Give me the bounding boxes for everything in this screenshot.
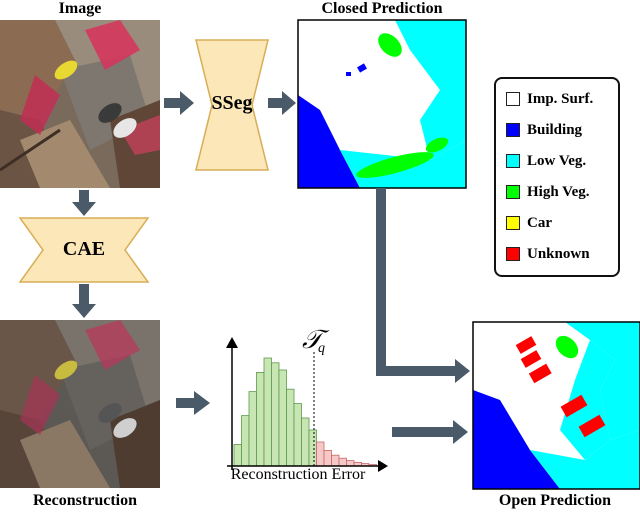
legend-item: Imp. Surf. bbox=[506, 89, 593, 109]
histogram-bar-known bbox=[278, 369, 287, 467]
histogram-bar-unknown bbox=[316, 441, 325, 467]
cae-label: CAE bbox=[62, 238, 106, 260]
flow-arrows bbox=[72, 91, 470, 444]
closed-prediction-map bbox=[298, 20, 466, 188]
threshold-subscript: q bbox=[318, 341, 325, 356]
histogram-bar-known bbox=[293, 403, 302, 467]
hist-x-arrowhead bbox=[378, 460, 388, 472]
legend-swatch bbox=[506, 123, 520, 137]
legend-label: Low Veg. bbox=[527, 152, 587, 169]
legend-item: Low Veg. bbox=[506, 151, 586, 171]
legend-label: High Veg. bbox=[527, 183, 590, 200]
legend-swatch bbox=[506, 154, 520, 168]
histogram-bar-known bbox=[241, 415, 250, 467]
histogram-bar-unknown bbox=[323, 449, 332, 467]
legend-item: High Veg. bbox=[506, 182, 590, 202]
input-aerial-image bbox=[0, 20, 160, 188]
open-prediction-frame bbox=[472, 321, 640, 490]
reconstruction-title: Reconstruction bbox=[33, 492, 137, 509]
threshold-symbol: 𝒯 bbox=[302, 325, 330, 354]
histogram-bar-known bbox=[271, 362, 280, 467]
reconstruction-image bbox=[0, 320, 160, 488]
histogram-bar-unknown bbox=[331, 454, 340, 467]
open-prediction-map bbox=[473, 322, 640, 489]
reconstruction-error-histogram bbox=[233, 357, 377, 467]
legend-swatch bbox=[506, 216, 520, 230]
sseg-block bbox=[195, 39, 269, 171]
histogram-bar-known bbox=[263, 357, 272, 467]
legend-label: Unknown bbox=[527, 245, 590, 262]
legend-label: Car bbox=[527, 214, 552, 231]
histogram-xlabel: Reconstruction Error bbox=[230, 466, 366, 483]
hist-y-arrowhead bbox=[226, 337, 238, 348]
cae-block bbox=[18, 217, 150, 283]
legend-item: Unknown bbox=[506, 244, 590, 264]
histogram-bar-known bbox=[256, 371, 265, 467]
legend-label: Imp. Surf. bbox=[527, 90, 594, 107]
histogram-bar-known bbox=[308, 429, 317, 467]
histogram-bar-known bbox=[248, 391, 257, 467]
histogram-bar-known bbox=[286, 388, 295, 467]
legend-label: Building bbox=[527, 121, 583, 138]
open-prediction-title: Open Prediction bbox=[498, 492, 612, 509]
legend-item: Car bbox=[506, 213, 552, 233]
closed-prediction-title: Closed Prediction bbox=[321, 0, 443, 17]
legend-item: Building bbox=[506, 120, 582, 140]
histogram-bar-known bbox=[233, 443, 242, 467]
legend-swatch bbox=[506, 185, 520, 199]
sseg-label: SSeg bbox=[211, 92, 253, 114]
histogram-bar-known bbox=[301, 417, 310, 467]
image-title: Image bbox=[58, 0, 102, 17]
histogram-bar-unknown bbox=[338, 457, 347, 467]
legend-swatch bbox=[506, 247, 520, 261]
legend-swatch bbox=[506, 92, 520, 106]
